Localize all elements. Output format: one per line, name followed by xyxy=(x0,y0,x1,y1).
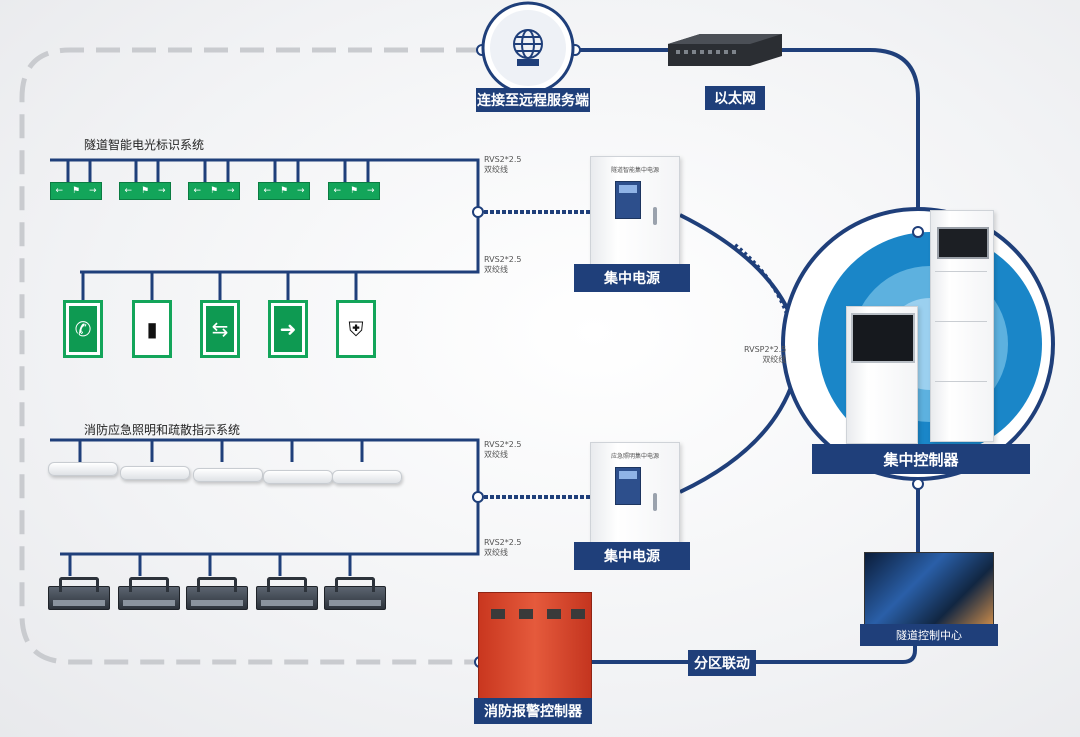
tunnel-flood-light xyxy=(256,577,318,610)
lighting-system-title: 消防应急照明和疏散指示系统 xyxy=(84,423,241,437)
fire-extinguisher-icon: ⛨ xyxy=(342,306,370,352)
controller-console xyxy=(846,306,918,444)
emergency-tube-light xyxy=(120,466,190,480)
control-center-photo xyxy=(864,552,994,626)
fire-extinguisher-sign: ⛨ xyxy=(336,300,376,358)
ethernet-label: 以太网 xyxy=(705,86,765,110)
sign-system-title: 隧道智能电光标识系统 xyxy=(84,138,205,152)
controller-cabinet xyxy=(930,210,994,442)
network-switch-icon xyxy=(668,34,782,66)
globe-icon xyxy=(513,29,543,66)
hydrant-sign: ▮ xyxy=(132,300,172,358)
emergency-exit-icon: ➜ xyxy=(274,306,302,352)
tunnel-flood-light xyxy=(324,577,386,610)
exit-sign: ←⚑→ xyxy=(50,182,102,200)
car-turnaround-icon: ⇆ xyxy=(206,306,234,352)
power-unit-label-bottom: 集中电源 xyxy=(574,542,690,570)
boundary-loop xyxy=(19,47,480,665)
emergency-exit-sign: ➜ xyxy=(268,300,308,358)
exit-sign: ←⚑→ xyxy=(188,182,240,200)
emergency-tube-light xyxy=(48,462,118,476)
emergency-tube-light xyxy=(332,470,402,484)
emergency-tube-light xyxy=(263,470,333,484)
fire-alarm-label: 消防报警控制器 xyxy=(474,698,592,724)
controller-label: 集中控制器 xyxy=(812,444,1030,474)
phone-sign: ✆ xyxy=(63,300,103,358)
car-turnaround-sign: ⇆ xyxy=(200,300,240,358)
tunnel-flood-light xyxy=(118,577,180,610)
phone-icon: ✆ xyxy=(69,306,97,352)
power-unit-label-top: 集中电源 xyxy=(574,264,690,292)
exit-sign: ←⚑→ xyxy=(258,182,310,200)
tunnel-flood-light xyxy=(186,577,248,610)
hydrant-icon: ▮ xyxy=(138,306,166,352)
power-cabinet-top: 隧道智能集中电源 xyxy=(590,156,680,270)
power-cabinet-bottom: 应急照明集中电源 xyxy=(590,442,680,556)
fire-alarm-cabinet xyxy=(478,592,592,700)
remote-server-label: 连接至远程服务端 xyxy=(476,88,590,112)
exit-sign: ←⚑→ xyxy=(119,182,171,200)
emergency-tube-light xyxy=(193,468,263,482)
tunnel-flood-light xyxy=(48,577,110,610)
exit-sign: ←⚑→ xyxy=(328,182,380,200)
zone-link-label: 分区联动 xyxy=(688,650,756,676)
tunnel-center-label: 隧道控制中心 xyxy=(860,624,998,646)
